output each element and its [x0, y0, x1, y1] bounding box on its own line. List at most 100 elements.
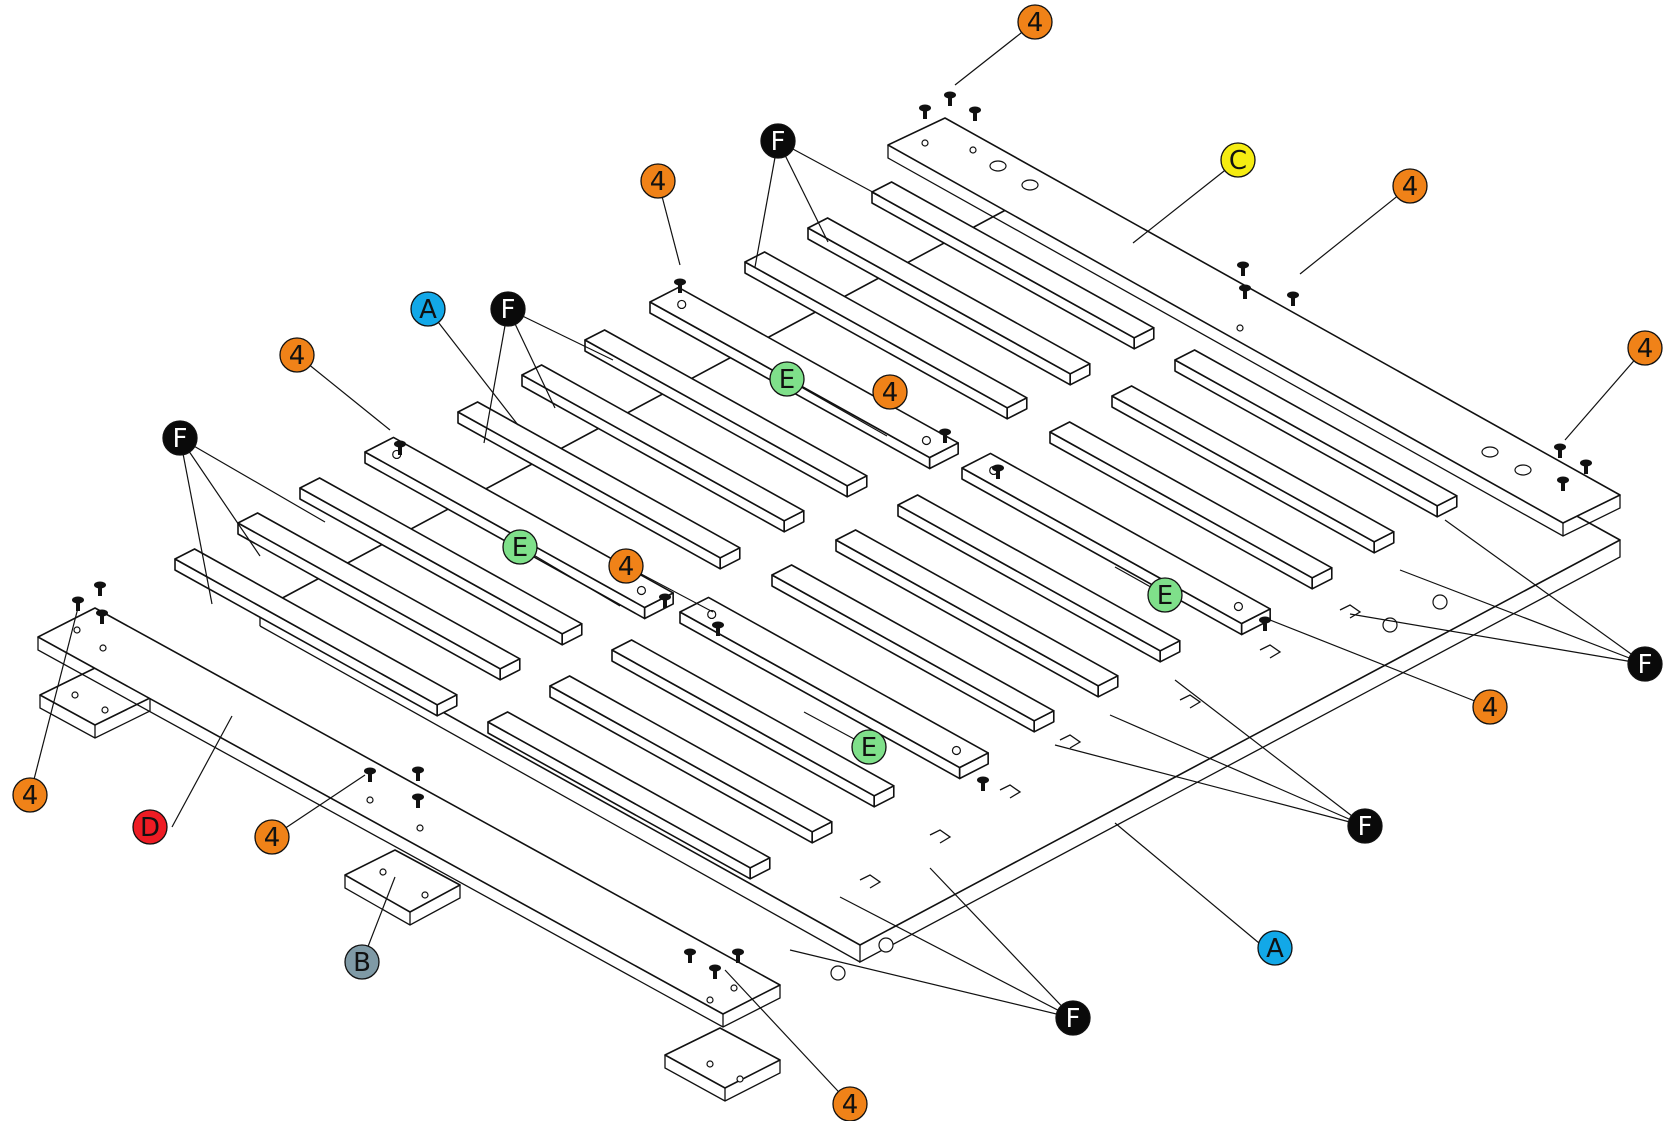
callout-4: 4 — [872, 374, 908, 410]
screw-icon — [977, 776, 989, 791]
callout-4: 4 — [12, 777, 48, 813]
screw-icon — [94, 581, 106, 596]
callout-label: E — [1157, 581, 1173, 611]
screw-icon — [939, 428, 951, 443]
screw-group — [72, 91, 1592, 979]
screw-icon — [992, 464, 1004, 479]
slat-f — [457, 401, 741, 570]
callout-e: E — [769, 361, 805, 397]
foot-block-b-2 — [664, 1027, 781, 1102]
screw-icon — [364, 767, 376, 782]
callout-a: A — [1257, 930, 1293, 966]
screw-icon — [712, 621, 724, 636]
callout-label: 4 — [618, 552, 635, 582]
callout-e: E — [851, 729, 887, 765]
slat-f — [897, 494, 1181, 663]
callout-4: 4 — [1472, 689, 1508, 725]
callout-label: A — [1266, 934, 1284, 964]
slat-f — [237, 512, 521, 681]
foot-block-b — [344, 849, 461, 926]
slat-f — [1174, 349, 1458, 518]
slat-f — [521, 364, 805, 533]
callout-label: A — [419, 295, 437, 325]
callout-d: D — [132, 809, 168, 845]
callout-label: 4 — [842, 1090, 859, 1120]
slat-f — [487, 711, 771, 880]
screw-icon — [394, 440, 406, 455]
screw-icon — [674, 278, 686, 293]
slat-f — [744, 251, 1028, 420]
callout-label: E — [779, 365, 795, 395]
screw-icon — [969, 106, 981, 121]
callout-f: F — [1627, 646, 1663, 682]
callout-label: E — [512, 533, 528, 563]
callout-label: B — [353, 948, 371, 978]
callout-e: E — [1147, 577, 1183, 613]
screw-icon — [1287, 291, 1299, 306]
slat-f — [771, 564, 1055, 733]
callout-4: 4 — [832, 1086, 868, 1121]
callout-label: 4 — [1402, 172, 1419, 202]
slat-f — [1049, 421, 1333, 590]
leader-lines — [29, 21, 1646, 1105]
callout-e: E — [502, 529, 538, 565]
screw-icon — [1580, 459, 1592, 474]
cross-board-e — [364, 436, 674, 620]
callout-f: F — [1347, 808, 1383, 844]
callout-label: F — [1358, 812, 1373, 842]
callout-f: F — [490, 291, 526, 327]
callout-label: 4 — [882, 378, 899, 408]
callout-label: D — [140, 813, 160, 843]
callout-label: F — [1066, 1004, 1081, 1034]
callout-label: F — [771, 127, 786, 157]
slat-f — [174, 548, 458, 717]
screw-icon — [944, 91, 956, 106]
slat-f — [871, 181, 1155, 350]
callout-4: 4 — [608, 548, 644, 584]
screw-icon — [709, 964, 721, 979]
rail-c — [887, 117, 1621, 537]
callout-label: C — [1229, 146, 1247, 176]
callout-label: E — [861, 733, 877, 763]
screw-icon — [684, 948, 696, 963]
slat-f — [584, 329, 868, 498]
callout-label: 4 — [1637, 334, 1654, 364]
screw-icon — [659, 593, 671, 608]
slat-f — [549, 675, 833, 844]
callout-4: 4 — [279, 337, 315, 373]
screw-icon — [1259, 616, 1271, 631]
slat-f — [835, 529, 1119, 698]
screw-icon — [1554, 443, 1566, 458]
callout-a: A — [410, 291, 446, 327]
callout-label: F — [1638, 650, 1653, 680]
cross-board-e — [679, 596, 989, 780]
slat-f — [1111, 385, 1395, 554]
screw-icon — [412, 766, 424, 781]
screw-icon — [919, 104, 931, 119]
screw-icon — [1557, 476, 1569, 491]
slat-f — [611, 639, 895, 808]
callout-f: F — [760, 123, 796, 159]
screw-icon — [412, 793, 424, 808]
callout-b: B — [344, 944, 380, 980]
slat-f — [299, 477, 583, 646]
callout-label: F — [173, 424, 188, 454]
screw-icon — [732, 948, 744, 963]
callout-label: 4 — [289, 341, 306, 371]
callout-4: 4 — [1017, 4, 1053, 40]
screw-icon — [96, 609, 108, 624]
callout-label: 4 — [1027, 8, 1044, 38]
callout-4: 4 — [254, 819, 290, 855]
callout-f: F — [1055, 1000, 1091, 1036]
slat-f — [807, 217, 1091, 386]
callout-c: C — [1220, 142, 1256, 178]
callout-label: 4 — [650, 167, 667, 197]
callout-label: 4 — [22, 781, 39, 811]
screw-icon — [1239, 284, 1251, 299]
callout-label: 4 — [264, 823, 281, 853]
callout-label: 4 — [1482, 693, 1499, 723]
screw-icon — [1237, 261, 1249, 276]
callout-4: 4 — [640, 163, 676, 199]
